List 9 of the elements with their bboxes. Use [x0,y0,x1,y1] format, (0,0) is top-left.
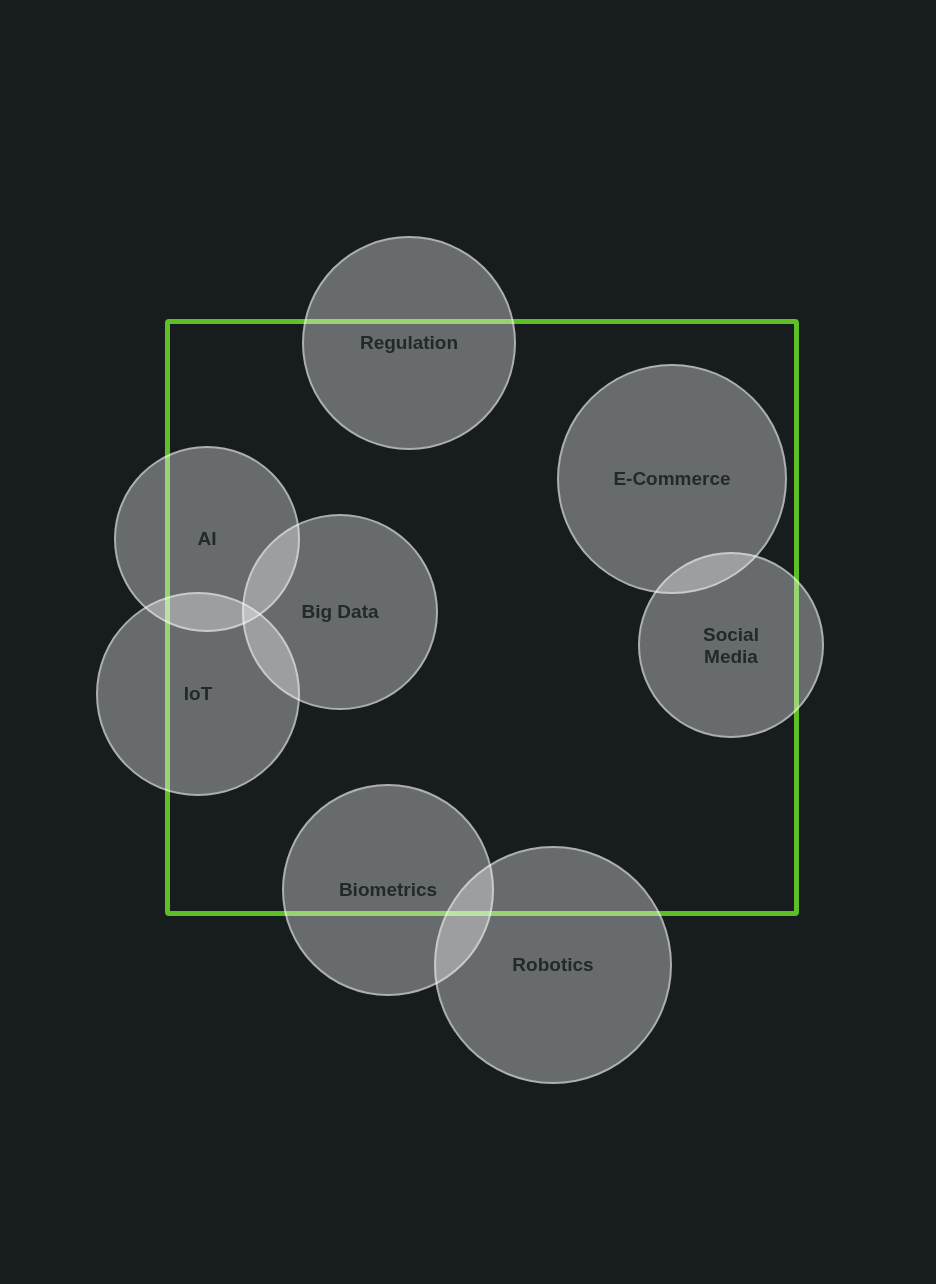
topic-label: Social Media [702,623,760,668]
topic-label: IoT [183,683,213,705]
topic-label: Big Data [301,601,379,623]
topic-label: E-Commerce [613,468,731,490]
topic-label: AI [197,528,217,550]
frame-rectangle [165,319,799,916]
topic-label: Biometrics [338,879,438,901]
topic-label: Robotics [512,954,594,976]
topic-label: Regulation [359,332,459,354]
